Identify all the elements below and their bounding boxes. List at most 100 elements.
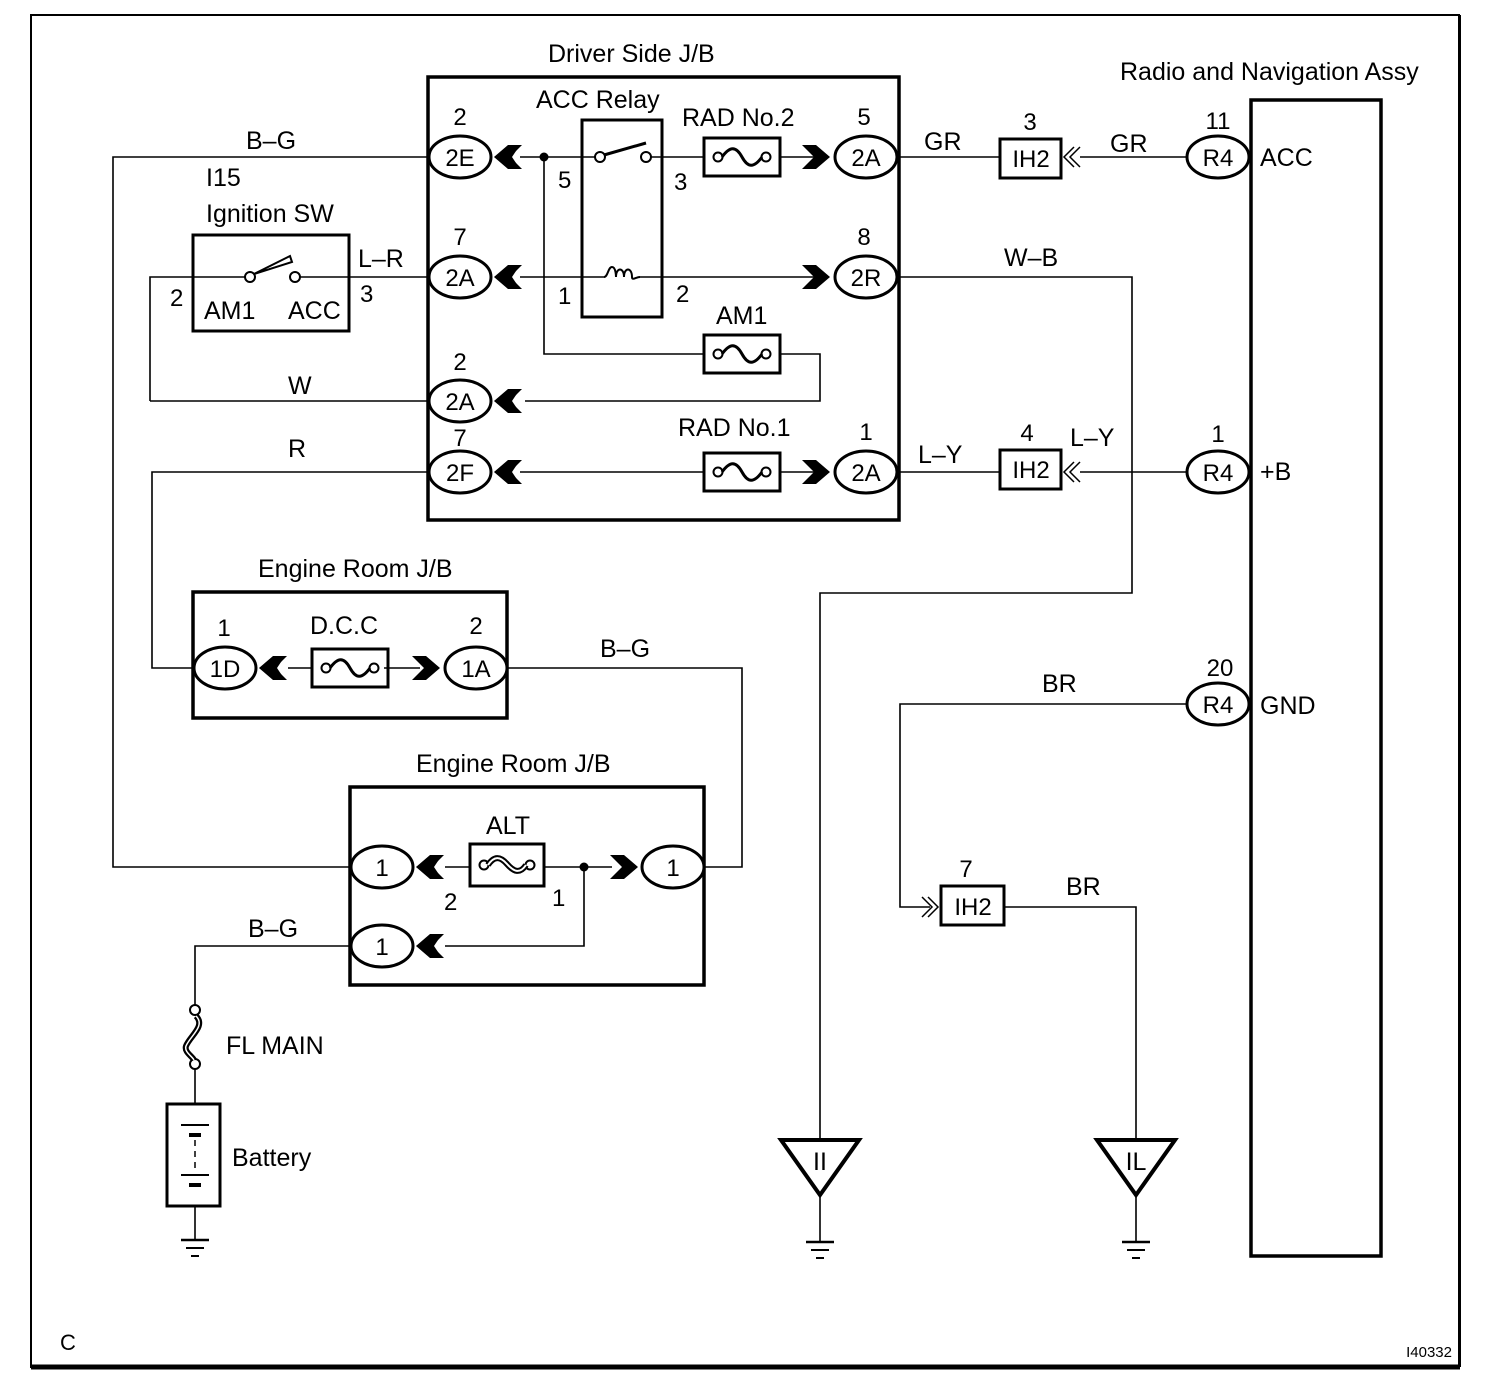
svg-text:R4: R4 [1203,692,1234,719]
engine-room-jb-label: Engine Room J/B [258,555,453,583]
ignition-switch-icon [244,254,301,283]
rad-no1-label: RAD No.1 [678,414,791,442]
ign-pin-3: 3 [360,281,373,308]
rad-no2-fuse-icon [702,136,782,178]
radio-nav-assy-box [1249,98,1383,1258]
svg-text:IL: IL [1126,1148,1147,1176]
rad-no1-fuse-icon [702,451,782,493]
ignition-sw-id: I15 [206,164,241,192]
relay-pin-1: 1 [558,283,571,310]
wire-label-w: W [288,372,312,400]
svg-text:1D: 1D [210,656,241,683]
svg-text:7: 7 [453,425,466,452]
svg-text:2R: 2R [851,265,882,292]
svg-text:IH2: IH2 [1012,146,1049,173]
svg-text:2A: 2A [851,145,880,172]
ign-acc-terminal: ACC [288,297,341,325]
svg-text:2F: 2F [446,460,474,487]
connector-IH2-pin4: IH2 4 [998,420,1081,491]
connector-2A-pin7: 2A 7 [427,224,522,300]
svg-text:2A: 2A [445,265,474,292]
svg-text:2: 2 [453,104,466,131]
wire-label-ly: L–Y [1070,424,1115,452]
connector-alt-left: 1 [349,844,444,890]
wire-label-r: R [288,435,306,463]
connector-R4-acc: R4 11 ACC [1185,108,1313,180]
svg-text:IH2: IH2 [954,894,991,921]
svg-text:1: 1 [666,855,679,882]
connector-alt-right: 1 [610,844,706,890]
svg-text:7: 7 [959,856,972,883]
wire-label-bg: B–G [600,635,650,663]
svg-text:ACC: ACC [1260,144,1313,172]
svg-text:R4: R4 [1203,460,1234,487]
battery-label: Battery [232,1144,312,1172]
battery-icon [165,1102,222,1208]
driver-side-jb-label: Driver Side J/B [548,40,715,68]
connector-1A: 1A 2 [412,613,509,691]
svg-text:GND: GND [1260,692,1316,720]
ground-icon [179,1238,211,1258]
radio-nav-assy-label: Radio and Navigation Assy [1120,58,1419,86]
connector-IH2-pin7: IH2 7 [921,856,1006,927]
figure-id: I40332 [1406,1344,1452,1361]
acc-relay-label: ACC Relay [536,86,660,114]
junction-dot [539,152,549,162]
svg-text:11: 11 [1206,108,1231,135]
svg-text:8: 8 [857,224,870,251]
wire-label-br: BR [1066,873,1101,901]
connector-R4-plus-b: R4 1 +B [1185,421,1291,495]
alt-pin-2: 2 [444,889,457,916]
connector-2F: 2F 7 [427,425,522,495]
driver-side-jb-box [426,75,901,522]
svg-text:1: 1 [375,855,388,882]
svg-text:2: 2 [469,613,482,640]
svg-text:2: 2 [453,349,466,376]
ground-point-IL: IL [1093,1138,1179,1260]
svg-text:1: 1 [375,934,388,961]
svg-text:5: 5 [857,104,870,131]
junction-dot [579,862,589,872]
connector-2E: 2E 2 [427,104,522,180]
ignition-sw-label: Ignition SW [206,200,334,228]
wire-label-bg: B–G [246,127,296,155]
relay-pin-2: 2 [676,281,689,308]
connector-2A-pin2: 2A 2 [427,349,522,424]
svg-text:1: 1 [1211,421,1224,448]
relay-pin-5: 5 [558,167,571,194]
ground-icon [804,1240,836,1260]
acc-relay-box [580,118,664,319]
wire-label-ly: L–Y [918,441,963,469]
connector-R4-gnd: R4 20 GND [1185,655,1316,727]
dcc-fuse-label: D.C.C [310,612,378,640]
wire-label-wb: W–B [1004,244,1058,272]
alt-fuse-label: ALT [486,812,530,840]
am1-fuse-label: AM1 [716,302,767,330]
connector-alt-bottom: 1 [349,923,444,969]
svg-text:1: 1 [859,419,872,446]
connector-2A-pin5: 2A 5 [802,104,899,180]
alt-pin-1: 1 [552,885,565,912]
svg-text:2A: 2A [851,460,880,487]
am1-fuse-icon [702,333,782,375]
svg-text:2A: 2A [445,389,474,416]
svg-text:+B: +B [1260,458,1291,486]
rad-no2-label: RAD No.2 [682,104,795,132]
connector-IH2-pin3: IH2 3 [998,109,1081,180]
ignition-sw-box [191,233,351,333]
wire-label-bg: B–G [248,915,298,943]
ground-point-II: II [777,1138,863,1260]
svg-text:1: 1 [217,615,230,642]
engine-room-jb-dcc-box [191,590,509,720]
dcc-fuse-icon [310,647,390,689]
engine-room-jb-label: Engine Room J/B [416,750,611,778]
fl-main-fusible-link-icon [182,1004,203,1070]
relay-pin-3: 3 [674,169,687,196]
wires [112,156,1188,1242]
svg-text:2E: 2E [445,145,474,172]
ground-icon [1120,1240,1152,1260]
svg-text:4: 4 [1020,420,1033,447]
connector-1D: 1D 1 [192,615,287,691]
engine-room-jb-alt-box [348,785,706,987]
